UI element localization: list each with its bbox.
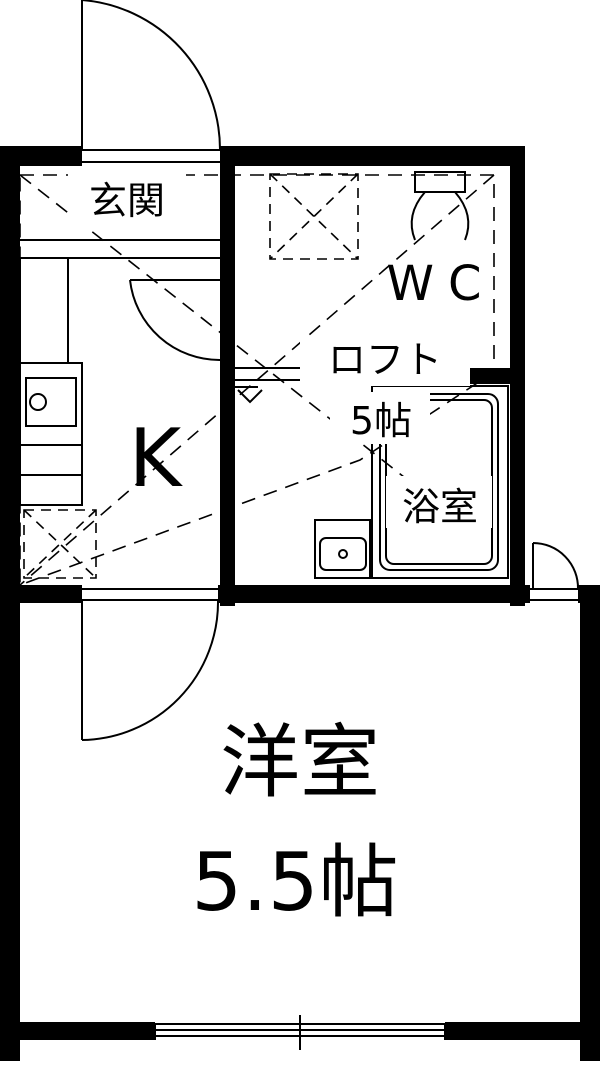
opening-lines (82, 149, 578, 601)
toilet-icon (410, 171, 470, 241)
fridge-space (23, 509, 97, 579)
kitchen-counter (19, 257, 83, 506)
loft-label: ロフト (328, 338, 442, 382)
western-room-label: 洋室 (220, 716, 380, 809)
entrance-door[interactable] (81, 0, 222, 151)
entrance-label: 玄関 (89, 179, 165, 223)
label-backing-entrance (68, 172, 186, 227)
label-backing-loft-size (330, 392, 430, 444)
bath-partition (235, 367, 300, 404)
walls (0, 146, 600, 1061)
label-backing-loft (300, 336, 470, 386)
label-backing-bath (386, 476, 492, 528)
window (154, 1015, 446, 1050)
wc-label: WC (387, 256, 496, 312)
western-room-door[interactable] (81, 599, 220, 741)
bath-door[interactable] (532, 542, 580, 590)
kitchen-label: K (129, 412, 184, 505)
western-room-size-label: 5.5帖 (191, 836, 398, 929)
entrance-step (20, 239, 220, 259)
wash-basin-icon (314, 519, 371, 579)
kitchen-door[interactable] (129, 279, 221, 362)
bath-label: 浴室 (402, 485, 478, 529)
loft-size-label: 5帖 (350, 399, 412, 443)
washer-space (269, 173, 359, 260)
